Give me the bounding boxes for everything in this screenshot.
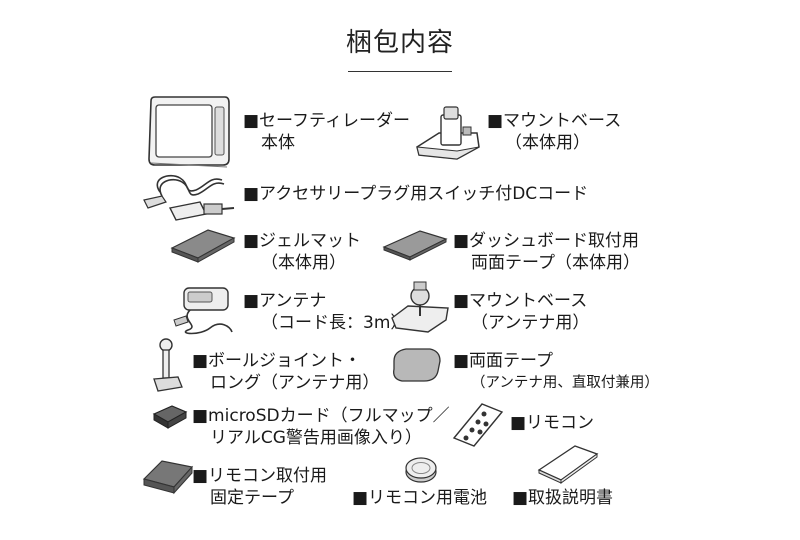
item-mount-base-antenna-line2: （アンテナ用） [471,313,590,333]
remote-control-icon [450,400,506,450]
antenna-icon [170,280,236,336]
item-dc-cord-line1: ■アクセサリープラグ用スイッチ付DCコード [243,184,589,204]
item-microsd-card: ■microSDカード（フルマップ／ リアルCG警告用画像入り） [192,405,450,449]
gel-mat-icon [168,224,238,264]
item-remote-control-line1: ■リモコン [510,413,595,433]
dashboard-tape-icon [380,225,450,265]
item-mount-base-unit-line2: （本体用） [505,133,590,153]
item-ball-joint-line1: ■ボールジョイント・ [192,351,362,371]
item-mount-base-antenna: ■マウントベース （アンテナ用） [453,290,589,334]
item-dashboard-tape-line2: 両面テープ（本体用） [471,253,640,273]
item-remote-mount-tape: ■リモコン取付用 固定テープ [192,465,327,509]
title-underline [348,71,452,72]
mount-base-icon [413,103,483,161]
item-remote-battery-line1: ■リモコン用電池 [352,488,488,508]
item-antenna-tape: ■両面テープ （アンテナ用、直取付兼用） [453,350,659,394]
item-dashboard-tape: ■ダッシュボード取付用 両面テープ（本体用） [453,230,640,274]
remote-mount-tape-icon [140,455,196,499]
item-gel-mat: ■ジェルマット （本体用） [243,230,361,274]
item-microsd-card-line2: リアルCG警告用画像入り） [210,428,422,448]
item-radar-unit-line1: ■セーフティレーダー [243,111,411,131]
instruction-manual-icon [535,440,601,484]
item-antenna-line2: （コード長：3m） [261,313,408,333]
item-antenna-line1: ■アンテナ [243,291,327,311]
item-remote-mount-tape-line1: ■リモコン取付用 [192,466,328,486]
item-dc-cord: ■アクセサリープラグ用スイッチ付DCコード [243,183,588,205]
item-gel-mat-line2: （本体用） [261,253,346,273]
item-antenna: ■アンテナ （コード長：3m） [243,290,407,334]
item-ball-joint: ■ボールジョイント・ ロング（アンテナ用） [192,350,379,394]
item-radar-unit-line2: 本体 [261,133,295,153]
microsd-card-icon [150,402,190,432]
item-microsd-card-line1: ■microSDカード（フルマップ／ [192,406,450,426]
page-title: 梱包内容 [345,28,454,58]
item-dashboard-tape-line1: ■ダッシュボード取付用 [453,231,640,251]
dc-cord-icon [140,168,240,226]
antenna-tape-icon [388,345,444,385]
item-instruction-manual-line1: ■取扱説明書 [512,488,614,508]
coin-battery-icon [403,455,439,485]
item-gel-mat-line1: ■ジェルマット [243,231,362,251]
antenna-mount-base-icon [388,278,452,334]
item-antenna-tape-line2: （アンテナ用、直取付兼用） [471,375,659,391]
radar-unit-icon [143,93,233,169]
item-mount-base-unit: ■マウントベース （本体用） [487,110,621,154]
ball-joint-icon [148,337,188,393]
item-antenna-tape-line1: ■両面テープ [453,351,554,371]
item-mount-base-antenna-line1: ■マウントベース [453,291,588,311]
item-remote-battery: ■リモコン用電池 [352,487,487,509]
item-mount-base-unit-line1: ■マウントベース [487,111,622,131]
item-remote-mount-tape-line2: 固定テープ [210,488,294,508]
item-instruction-manual: ■取扱説明書 [512,487,613,509]
item-remote-control: ■リモコン [510,412,594,434]
item-radar-unit: ■セーフティレーダー 本体 [243,110,410,154]
item-ball-joint-line2: ロング（アンテナ用） [210,373,380,393]
